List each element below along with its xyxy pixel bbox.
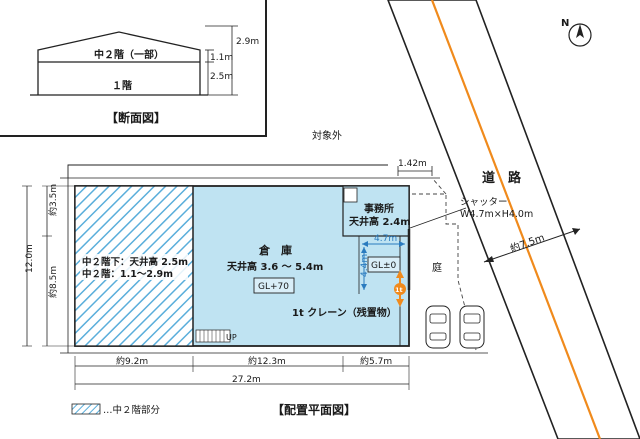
shutter-size-label: W4.7m×H4.0m	[460, 209, 533, 220]
garden-label: 庭	[432, 261, 442, 274]
office-ceiling-label: 天井高 2.4m	[349, 215, 411, 228]
bottom-dimensions	[74, 356, 410, 390]
legend-label: …中２階部分	[103, 404, 161, 416]
section-panel	[0, 0, 267, 137]
section-roof	[37, 31, 201, 62]
bottom-dim-2: 約12.3m	[248, 355, 286, 367]
section-dim-lower: 2.5m	[210, 72, 233, 82]
warehouse-label: 倉 庫	[258, 243, 292, 257]
stairs-up-label: UP	[226, 333, 237, 342]
crane-marker-icon	[394, 283, 406, 295]
offset-dimension: 1.42m	[398, 159, 427, 169]
section-floor1-label: １階	[112, 79, 132, 92]
plan-title: 【配置平面図】	[272, 402, 356, 417]
north-arrow-icon	[568, 23, 592, 47]
section-dim-upper: 1.1m	[210, 53, 233, 63]
car-icon	[459, 305, 485, 349]
bottom-dim-1: 約9.2m	[116, 355, 148, 367]
road-label: 道 路	[482, 170, 522, 186]
warehouse-ceiling-label: 天井高 3.6 ～ 5.4m	[227, 260, 323, 273]
crane-marker-label: 1t	[395, 286, 403, 294]
road	[387, 0, 640, 439]
warehouse-gl-label: GL+70	[258, 282, 289, 292]
bottom-dim-total: 27.2m	[232, 375, 261, 385]
site-boundary-top	[67, 164, 388, 178]
office-label: 事務所	[364, 202, 394, 215]
section-floor2-label: 中２階（一部）	[94, 48, 164, 61]
car-icon	[425, 305, 451, 349]
left-dim-top: 約3.5m	[47, 184, 59, 216]
dim-4-4m: 4.4m	[360, 254, 370, 277]
legend-hatch-swatch	[71, 403, 101, 415]
road-width-dimension	[483, 228, 581, 263]
bottom-dim-3: 約5.7m	[360, 355, 392, 367]
section-title: 【断面図】	[106, 110, 166, 125]
warehouse-gl-badge	[253, 277, 295, 294]
left-dimensions	[22, 185, 75, 347]
crane-label: 1t クレーン（残置物）	[292, 306, 397, 319]
toilet-fixture	[343, 187, 358, 203]
left-dim-total: 12.0m	[25, 244, 35, 273]
dim-4-7m: 4.7m	[374, 234, 397, 244]
stairs	[195, 329, 231, 343]
gl-zero-label: GL±0	[371, 261, 397, 271]
yard-boundary	[412, 193, 477, 351]
section-dim-total: 2.9m	[236, 37, 259, 47]
mezzanine-line1: 中２階下：天井高 2.5m	[82, 256, 188, 268]
left-dim-bottom: 約8.5m	[47, 266, 59, 298]
mezzanine-line2: 中２階：1.1～2.9m	[82, 268, 173, 280]
gl-zero-badge	[367, 256, 401, 273]
north-label: N	[561, 18, 569, 29]
out-of-scope-label: 対象外	[312, 129, 342, 142]
road-centerline	[430, 0, 602, 439]
shutter-label: シャッター	[460, 197, 508, 208]
